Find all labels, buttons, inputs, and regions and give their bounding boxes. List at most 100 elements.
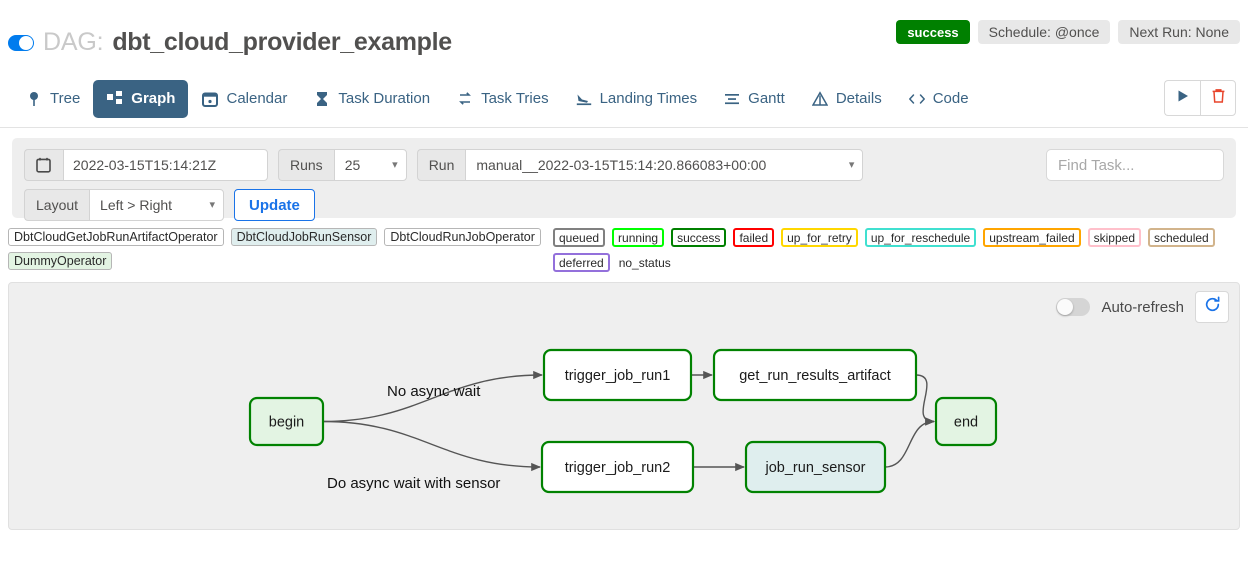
tab-task-tries[interactable]: Task Tries	[443, 80, 562, 118]
graph-edge	[915, 374, 935, 426]
node-box	[712, 348, 918, 402]
dag-graph[interactable]: begin trigger_job_run1 get_run_results_art…	[9, 283, 1239, 529]
graph-edges	[322, 370, 935, 472]
tab-gantt[interactable]: Gantt	[710, 80, 798, 118]
graph-edge-label: Do async wait with sensor	[327, 475, 500, 492]
dag-actions	[1164, 80, 1236, 116]
delete-dag-button[interactable]	[1200, 80, 1236, 116]
refresh-button[interactable]	[1195, 291, 1229, 323]
page-title: dbt_cloud_provider_example	[112, 28, 452, 56]
layout-label: Layout	[24, 189, 90, 221]
tab-calendar[interactable]: Calendar	[188, 80, 300, 118]
graph-edge	[322, 370, 543, 423]
status-legend-chip[interactable]: scheduled	[1148, 228, 1215, 247]
auto-refresh-toggle[interactable]	[1056, 298, 1091, 316]
graph-node-job_run_sensor[interactable]: job_run_sensor	[744, 440, 887, 494]
dag-label: DAG:	[43, 28, 104, 56]
tab-calendar-label: Calendar	[226, 90, 288, 107]
runs-group: Runs 25 ▾	[278, 149, 407, 181]
header-badges: success Schedule: @once Next Run: None	[896, 20, 1240, 44]
chevron-down-icon: ▾	[848, 158, 855, 171]
trigger-dag-button[interactable]	[1164, 80, 1200, 116]
runs-select-value: 25	[344, 157, 361, 173]
page-header: DAG: dbt_cloud_provider_example success …	[0, 0, 1248, 70]
node-label: trigger_job_run2	[565, 460, 671, 476]
runs-select[interactable]: 25 ▾	[333, 149, 407, 181]
graph-edge	[322, 420, 541, 472]
dag-paused-toggle[interactable]	[8, 34, 34, 51]
tab-list: Tree Graph Calendar Task Duration Task T	[12, 79, 982, 118]
operator-legend-chip[interactable]: DbtCloudRunJobOperator	[384, 228, 541, 246]
operator-legend-chip[interactable]: DummyOperator	[8, 252, 113, 270]
triangle-alert-icon	[811, 90, 829, 108]
node-label: job_run_sensor	[765, 460, 866, 476]
tab-tree-label: Tree	[50, 90, 81, 107]
graph-panel: Auto-refresh begin trigger_job_run1 get_ru…	[8, 282, 1240, 530]
tab-details[interactable]: Details	[798, 80, 895, 118]
status-legend-chip[interactable]: skipped	[1087, 228, 1141, 247]
graph-node-end[interactable]: end	[934, 396, 998, 447]
graph-edge	[884, 417, 935, 468]
calendar-icon	[36, 157, 52, 173]
filter-row-bottom: Layout Left > Right ▾ Update	[24, 189, 1224, 221]
calendar-button[interactable]	[24, 149, 63, 181]
tab-task-duration-label: Task Duration	[338, 90, 431, 107]
tab-code[interactable]: Code	[895, 80, 982, 118]
filter-bar: 2022-03-15T15:14:21Z Runs 25 ▾ Run manua…	[12, 138, 1236, 221]
status-legend-chip[interactable]: failed	[733, 228, 775, 247]
node-label: get_run_results_artifact	[739, 368, 891, 384]
tab-graph[interactable]: Graph	[93, 79, 189, 118]
node-box	[248, 396, 325, 447]
status-legend-chip[interactable]: upstream_failed	[983, 228, 1081, 247]
run-label: Run	[416, 149, 466, 181]
layout-group: Layout Left > Right ▾	[24, 189, 225, 221]
status-legend-chip[interactable]: up_for_reschedule	[864, 228, 977, 247]
execution-date-input[interactable]: 2022-03-15T15:14:21Z	[63, 149, 268, 181]
operator-legend-chip[interactable]: DbtCloudJobRunSensor	[230, 228, 378, 246]
retry-icon	[456, 90, 474, 108]
node-label: begin	[269, 415, 304, 431]
graph-node-trigger_job_run2[interactable]: trigger_job_run2	[540, 440, 695, 494]
next-run-badge: Next Run: None	[1118, 20, 1240, 44]
execution-date-group: 2022-03-15T15:14:21Z	[24, 149, 268, 181]
tab-task-duration[interactable]: Task Duration	[300, 80, 443, 118]
legend: DbtCloudGetJobRunArtifactOperator DbtClou…	[4, 228, 1244, 274]
node-box	[744, 440, 887, 494]
chevron-down-icon: ▾	[209, 198, 216, 211]
node-box	[540, 440, 695, 494]
tab-task-tries-label: Task Tries	[481, 90, 549, 107]
graph-toolbar: Auto-refresh	[1056, 291, 1229, 323]
graph-icon	[106, 90, 124, 108]
run-group: Run manual__2022-03-15T15:14:20.866083+0…	[416, 149, 864, 181]
tab-landing-times[interactable]: Landing Times	[562, 80, 711, 118]
graph-node-begin[interactable]: begin	[248, 396, 325, 447]
update-button[interactable]: Update	[234, 189, 315, 221]
status-legend-chip[interactable]: running	[612, 228, 665, 247]
status-legend-chip[interactable]: success	[671, 228, 727, 247]
graph-node-trigger_job_run1[interactable]: trigger_job_run1	[542, 348, 693, 402]
runs-label: Runs	[278, 149, 334, 181]
layout-select[interactable]: Left > Right ▾	[89, 189, 225, 221]
schedule-badge[interactable]: Schedule: @once	[977, 20, 1111, 44]
dag-title-row: DAG: dbt_cloud_provider_example	[8, 28, 452, 57]
tab-landing-times-label: Landing Times	[599, 90, 698, 107]
status-legend-chip[interactable]: deferred	[553, 253, 610, 272]
play-icon	[1176, 89, 1190, 108]
node-label: end	[954, 415, 978, 431]
find-task-input[interactable]: Find Task...	[1046, 149, 1224, 181]
status-legend-chip[interactable]: no_status	[618, 255, 671, 270]
status-legend-chip[interactable]: queued	[553, 228, 606, 247]
node-box	[542, 348, 693, 402]
dag-nav-tabs: Tree Graph Calendar Task Duration Task T	[0, 70, 1248, 128]
node-box	[934, 396, 998, 447]
tab-tree[interactable]: Tree	[12, 80, 93, 118]
hourglass-icon	[313, 90, 331, 108]
node-label: trigger_job_run1	[565, 368, 671, 384]
graph-nodes: begin trigger_job_run1 get_run_results_art…	[248, 348, 998, 494]
code-icon	[908, 90, 926, 108]
run-select[interactable]: manual__2022-03-15T15:14:20.866083+00:00…	[465, 149, 864, 181]
graph-edge-label: No async wait	[387, 383, 481, 400]
graph-node-get_run_results_artifact[interactable]: get_run_results_artifact	[712, 348, 918, 402]
status-legend-chip[interactable]: up_for_retry	[781, 228, 858, 247]
operator-legend-chip[interactable]: DbtCloudGetJobRunArtifactOperator	[8, 228, 224, 246]
